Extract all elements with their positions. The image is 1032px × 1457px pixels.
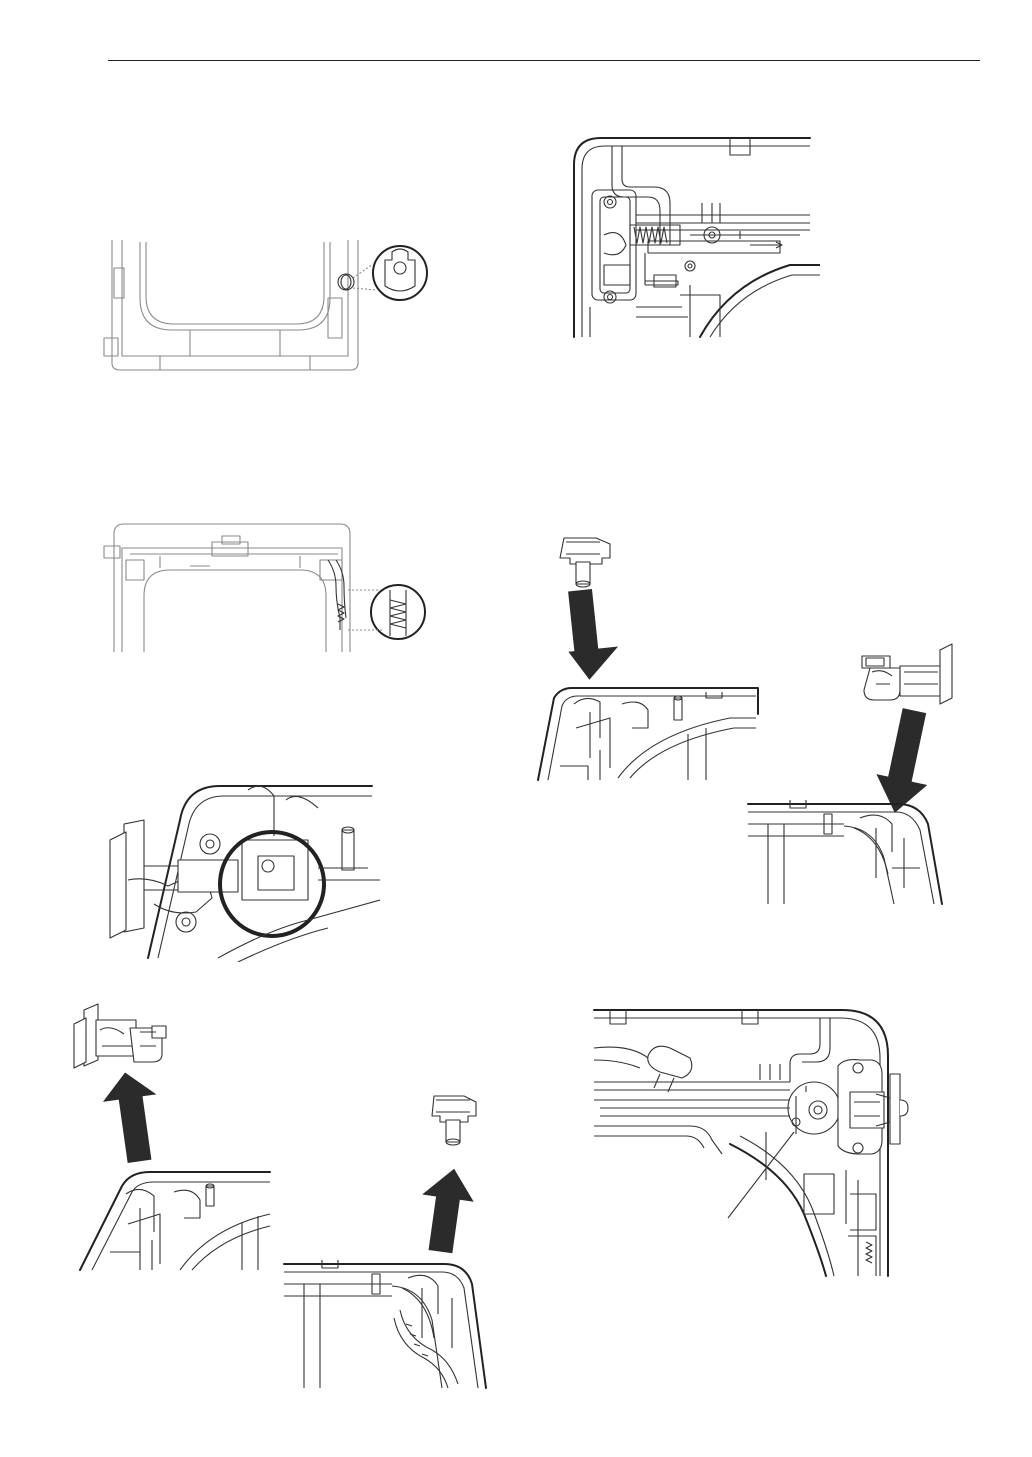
lock-rear-view-figure — [570, 135, 820, 340]
top-frame-boss-figure — [100, 238, 430, 378]
insert-lock-figure — [744, 638, 954, 912]
remove-lock-figure — [70, 1002, 280, 1272]
lock-clip-circled-figure — [108, 780, 380, 962]
remove-switch-figure — [282, 1088, 492, 1392]
header-rule — [108, 60, 980, 61]
top-frame-spring-figure — [100, 520, 430, 655]
insert-switch-figure — [530, 528, 770, 790]
lock-installed-figure — [590, 1004, 916, 1280]
